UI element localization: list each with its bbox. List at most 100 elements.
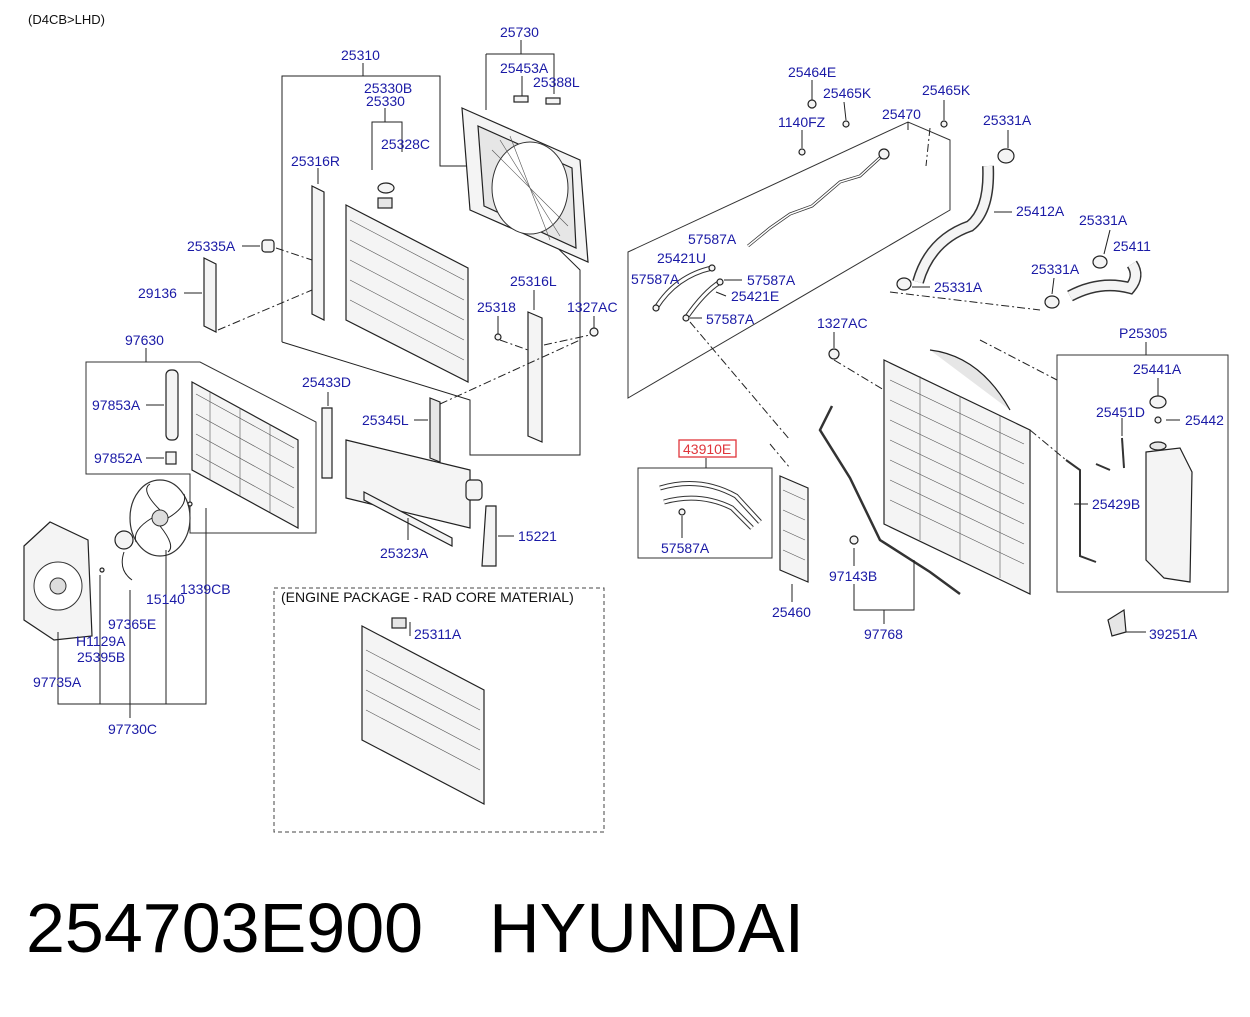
coolant-pipe-25470 [747,148,890,248]
grommet-97143b [849,535,859,545]
callout[interactable]: 97365E [108,616,156,632]
seal-25442 [1154,416,1162,424]
callout-labels: 25730 25453A 25388L 25310 25330B 25330 2… [33,24,1224,737]
callout[interactable]: 25421U [657,250,706,266]
brand-name: HYUNDAI [489,889,805,967]
callout[interactable]: 57587A [706,311,755,327]
coolant-reservoir [1145,441,1193,583]
callout[interactable]: 25318 [477,299,516,315]
callout[interactable]: 25460 [772,604,811,620]
side-bracket-left [527,311,543,443]
dash-line [499,339,529,351]
callout[interactable]: H1129A [76,633,126,649]
callout[interactable]: 25311A [414,626,462,642]
condenser-group-box [85,361,317,534]
callout[interactable]: 25395B [77,649,125,665]
leader-line [1103,229,1111,255]
callout[interactable]: 1327AC [817,315,868,331]
callout[interactable]: 97735A [33,674,82,690]
clamp-57587a-d [682,314,690,322]
callout[interactable]: 57587A [747,272,796,288]
reservoir-cap-25441a [1149,395,1167,409]
hose-group-box [627,121,951,399]
callout[interactable]: 25465K [823,85,872,101]
leader-line [843,101,847,121]
callout[interactable]: 25331A [983,112,1032,128]
bolt-1140fz [798,148,806,156]
callout[interactable]: 25433D [302,374,351,390]
callout[interactable]: 15221 [518,528,557,544]
callout[interactable]: 25411 [1113,238,1151,254]
callout[interactable]: 1140FZ [778,114,826,130]
callout[interactable]: 97630 [125,332,164,348]
callout[interactable]: 25730 [500,24,539,40]
radiator-cap-25330 [377,182,395,194]
callout[interactable]: 25412A [1016,203,1065,219]
oil-cooler-25460 [779,475,809,583]
seal-25433d [321,407,333,479]
callout[interactable]: 25330B [364,80,412,96]
screw-h1129a [99,567,105,573]
dash-line [833,359,885,391]
callout[interactable]: 97853A [92,397,141,413]
oring-25465k [842,120,850,128]
callout[interactable]: 25470 [882,106,921,122]
callout[interactable]: 57587A [631,271,680,287]
callout[interactable]: 39251A [1149,626,1198,642]
air-guard-29136 [203,257,217,333]
dash-line [925,127,931,167]
air-guard-assembly [345,397,483,529]
highlighted-part-label[interactable]: 43910E [683,441,731,457]
callout[interactable]: 25453A [500,60,549,76]
clamp-57587a-e [678,508,686,516]
clamp-25331a-d [1044,295,1060,309]
callout[interactable]: 1327AC [567,299,618,315]
leader-line [486,53,555,94]
callout[interactable]: 57587A [688,231,737,247]
callout[interactable]: 25388L [533,74,580,90]
callout[interactable]: 25429B [1092,496,1140,512]
callout[interactable]: 25465K [922,82,971,98]
callout[interactable]: 57587A [661,540,710,556]
callout[interactable]: P25305 [1119,325,1167,341]
condenser-core [191,380,299,530]
callout[interactable]: 25323A [380,545,429,561]
callout[interactable]: 25451D [1096,404,1145,420]
callout[interactable]: 25330 [366,93,405,109]
clamp-57587a-b [716,278,724,286]
callout[interactable]: 15140 [146,591,185,607]
screw-1339cb [187,501,193,507]
callout[interactable]: 97143B [829,568,877,584]
callout[interactable]: 25464E [788,64,836,80]
callout[interactable]: 97768 [864,626,903,642]
callout[interactable]: 25421E [731,288,779,304]
callout[interactable]: 25331A [1079,212,1128,228]
dash-line [689,321,791,441]
callout[interactable]: 25441A [1133,361,1182,377]
callout[interactable]: 25345L [362,412,409,428]
callout[interactable]: 25316L [510,273,557,289]
callout[interactable]: 25316R [291,153,340,169]
callout[interactable]: 29136 [138,285,177,301]
callout[interactable]: 25335A [187,238,236,254]
callout[interactable]: 97730C [108,721,157,737]
part-number: 254703E900 [26,889,424,967]
callout[interactable]: 25328C [381,136,430,152]
cooling-fan-shroud [23,521,93,641]
radiator-core-alt [361,617,485,805]
dash-line [769,443,791,469]
callout[interactable]: 25310 [341,47,380,63]
callout[interactable]: 97852A [94,450,143,466]
insulator-25335a [261,239,275,253]
callout[interactable]: 25442 [1185,412,1224,428]
receiver-drier-97853a [165,369,179,441]
fan-motor [114,530,134,581]
callout[interactable]: 25331A [1031,261,1080,277]
nut-1327ac-b [828,348,840,360]
callout[interactable]: 25331A [934,279,983,295]
clip-25388l [545,97,561,105]
desiccant-97852a [165,451,177,465]
callout[interactable]: 1339CB [180,581,231,597]
leader-line [371,121,403,152]
bracket-39251a [1107,608,1127,637]
